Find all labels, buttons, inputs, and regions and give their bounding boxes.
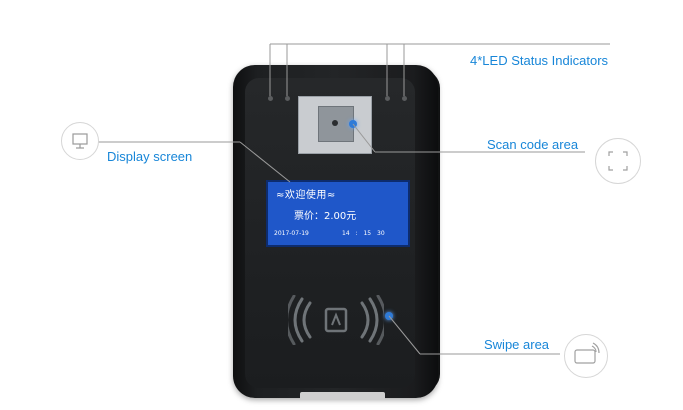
screen-time-text: 14 : 15 30 <box>342 230 385 237</box>
led-indicator-3 <box>385 96 390 101</box>
card-swipe-icon <box>574 342 600 364</box>
callout-scan-area: Scan code area <box>487 137 579 152</box>
led-indicator-2 <box>285 96 290 101</box>
nfc-card-icon <box>288 295 384 345</box>
callout-led-indicators: 4*LED Status Indicators <box>470 53 609 68</box>
device-base <box>300 392 385 400</box>
led-indicator-4 <box>402 96 407 101</box>
scan-frame-icon-circle <box>595 138 641 184</box>
monitor-icon-circle <box>61 122 99 160</box>
monitor-icon <box>72 133 88 149</box>
screen-date-text: 2017-07-19 <box>274 230 309 237</box>
scan-lens <box>332 120 338 126</box>
callout-display-screen: Display screen <box>107 149 193 164</box>
led-indicator-1 <box>268 96 273 101</box>
screen-fare-text: 票价：2.00元 <box>294 211 357 222</box>
callout-swipe-area: Swipe area <box>484 337 550 352</box>
card-swipe-icon-circle <box>564 334 608 378</box>
display-screen: ≈欢迎使用≈ 票价：2.00元 2017-07-19 14 : 15 30 <box>266 180 410 247</box>
screen-welcome-text: ≈欢迎使用≈ <box>276 190 336 201</box>
scan-frame-icon <box>608 151 628 171</box>
